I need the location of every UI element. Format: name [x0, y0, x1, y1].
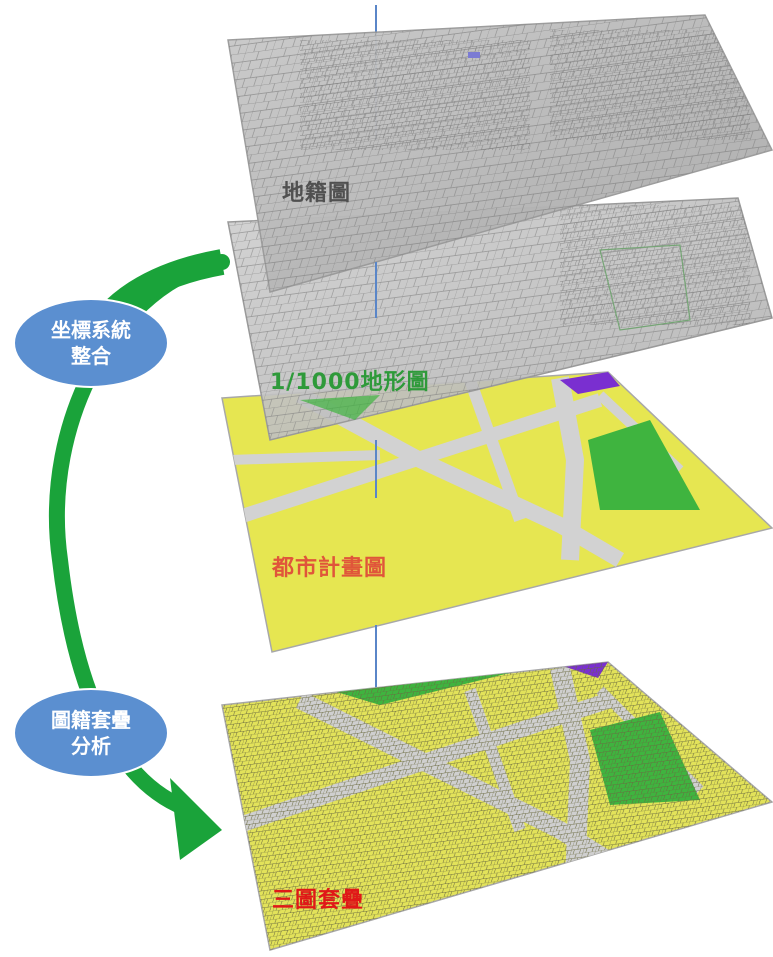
label-urban-plan: 都市計畫圖 — [272, 556, 388, 581]
layer-cadastral-map — [227, 14, 773, 293]
bubble-shape — [13, 688, 169, 778]
step-overlay-analysis-line2: 分析 — [71, 734, 111, 758]
arrow-head — [170, 778, 222, 860]
step-overlay-analysis-line1: 圖籍套疊 — [51, 708, 131, 732]
step-overlay-analysis: 圖籍套疊 分析 — [12, 687, 170, 779]
step-coordinate-integration-line2: 整合 — [71, 344, 111, 368]
step-coordinate-integration: 坐標系統 整合 — [12, 297, 170, 389]
layer-urban-plan-map — [221, 371, 773, 653]
label-cadastral: 地籍圖 — [282, 181, 352, 206]
label-overlay: 三圖套疊 — [272, 888, 365, 913]
label-topographic: 1/1000地形圖 — [270, 370, 430, 395]
step-coordinate-integration-line1: 坐標系統 — [51, 318, 131, 342]
bubble-shape — [13, 298, 169, 388]
